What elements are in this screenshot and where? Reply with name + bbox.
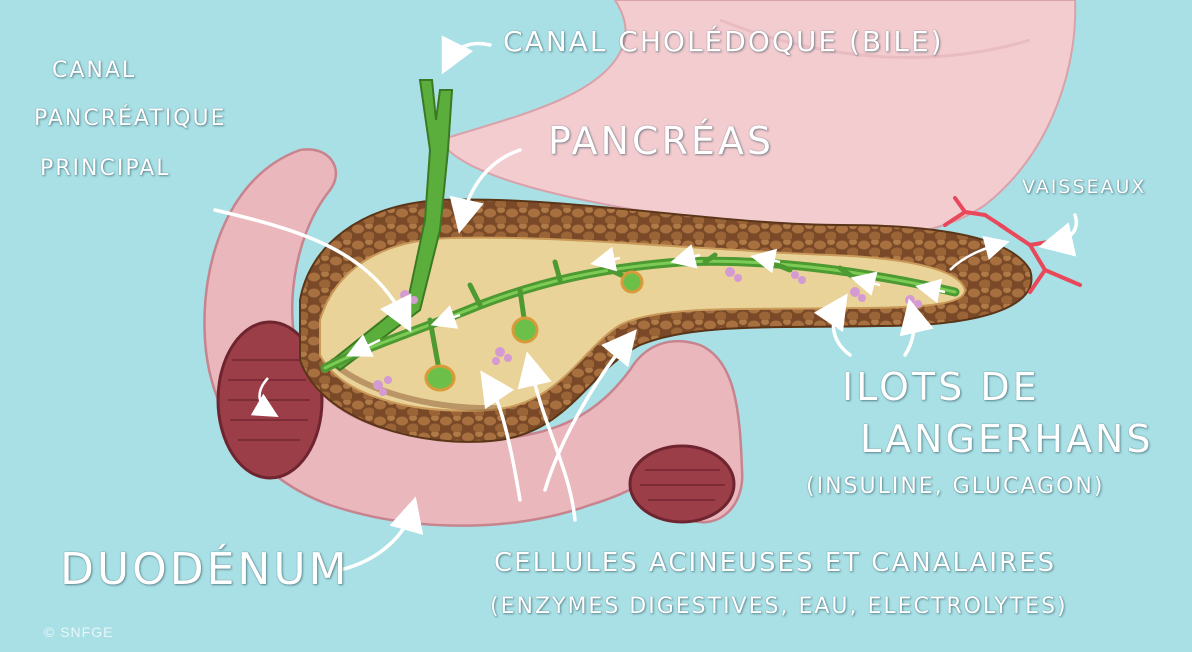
label-ilots-line1: ILOTS DE — [842, 368, 1040, 406]
label-ilots-line3: (INSULINE, GLUCAGON) — [806, 476, 1104, 498]
label-pancreas: PANCRÉAS — [548, 122, 774, 160]
label-canal-pancreatique-line3: PRINCIPAL — [40, 158, 171, 180]
label-cellules-line1: CELLULES ACINEUSES ET CANALAIRES — [494, 550, 1056, 576]
label-vaisseaux: VAISSEAUX — [1022, 178, 1146, 197]
label-canal-choledoque: CANAL CHOLÉDOQUE (BILE) — [503, 28, 944, 56]
label-canal-pancreatique-line1: CANAL — [52, 60, 136, 82]
credit-text: © SNFGE — [44, 624, 113, 640]
label-canal-pancreatique-line2: PANCRÉATIQUE — [34, 108, 227, 130]
label-ilots-line2: LANGERHANS — [860, 420, 1153, 458]
label-duodenum: DUODÉNUM — [60, 548, 349, 592]
label-cellules-line2: (ENZYMES DIGESTIVES, EAU, ELECTROLYTES) — [490, 596, 1068, 618]
